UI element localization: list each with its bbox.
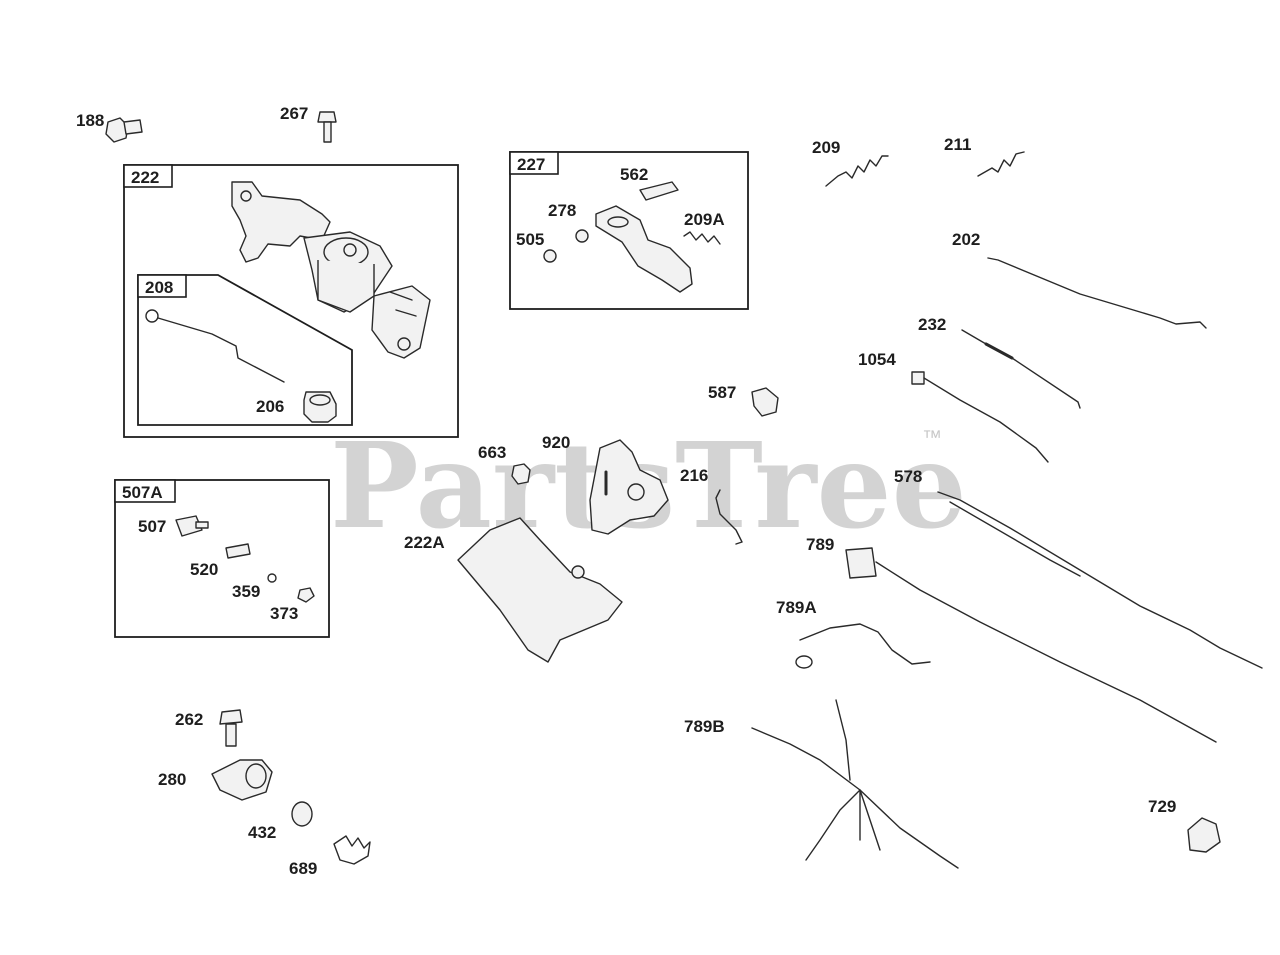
callout-262: 262 <box>175 710 203 729</box>
callout-663: 663 <box>478 443 506 462</box>
loose-parts-drawing <box>105 111 1263 869</box>
callout-232: 232 <box>918 315 946 334</box>
callout-202: 202 <box>952 230 980 249</box>
callout-562: 562 <box>620 165 648 184</box>
callout-211: 211 <box>944 135 971 154</box>
callout-789A: 789A <box>776 598 817 617</box>
callout-188: 188 <box>76 111 104 130</box>
throttle-lever-drawing <box>543 181 721 293</box>
callout-587: 587 <box>708 383 736 402</box>
control-bracket-drawing <box>231 181 431 359</box>
callout-359: 359 <box>232 582 260 601</box>
callout-278: 278 <box>548 201 576 220</box>
switch-drawing <box>175 515 315 603</box>
callout-1054: 1054 <box>858 350 896 369</box>
watermark-trademark: ™ <box>922 427 942 449</box>
callout-216: 216 <box>680 466 708 485</box>
box-227-tag: 227 <box>517 155 545 174</box>
callout-432: 432 <box>248 823 276 842</box>
callout-280: 280 <box>158 770 186 789</box>
callout-789B: 789B <box>684 717 725 736</box>
callout-267: 267 <box>280 104 308 123</box>
callout-209: 209 <box>812 138 840 157</box>
callout-520: 520 <box>190 560 218 579</box>
callout-689: 689 <box>289 859 317 878</box>
box-208: 208 <box>137 274 353 426</box>
callout-209A: 209A <box>684 210 725 229</box>
callout-507: 507 <box>138 517 166 536</box>
callout-206: 206 <box>256 397 284 416</box>
callout-505: 505 <box>516 230 544 249</box>
callout-920: 920 <box>542 433 570 452</box>
callout-222A: 222A <box>404 533 445 552</box>
box-208-tag: 208 <box>145 278 173 297</box>
box-227: 227 <box>509 151 749 310</box>
callout-729: 729 <box>1148 797 1176 816</box>
box-507A: 507A <box>114 479 330 638</box>
box-222-tag: 222 <box>131 168 159 187</box>
callout-789: 789 <box>806 535 834 554</box>
box-222: 222 <box>123 164 459 438</box>
governor-link-drawing <box>145 309 337 423</box>
callout-373: 373 <box>270 604 298 623</box>
box-507A-tag: 507A <box>122 483 163 502</box>
callout-578: 578 <box>894 467 922 486</box>
